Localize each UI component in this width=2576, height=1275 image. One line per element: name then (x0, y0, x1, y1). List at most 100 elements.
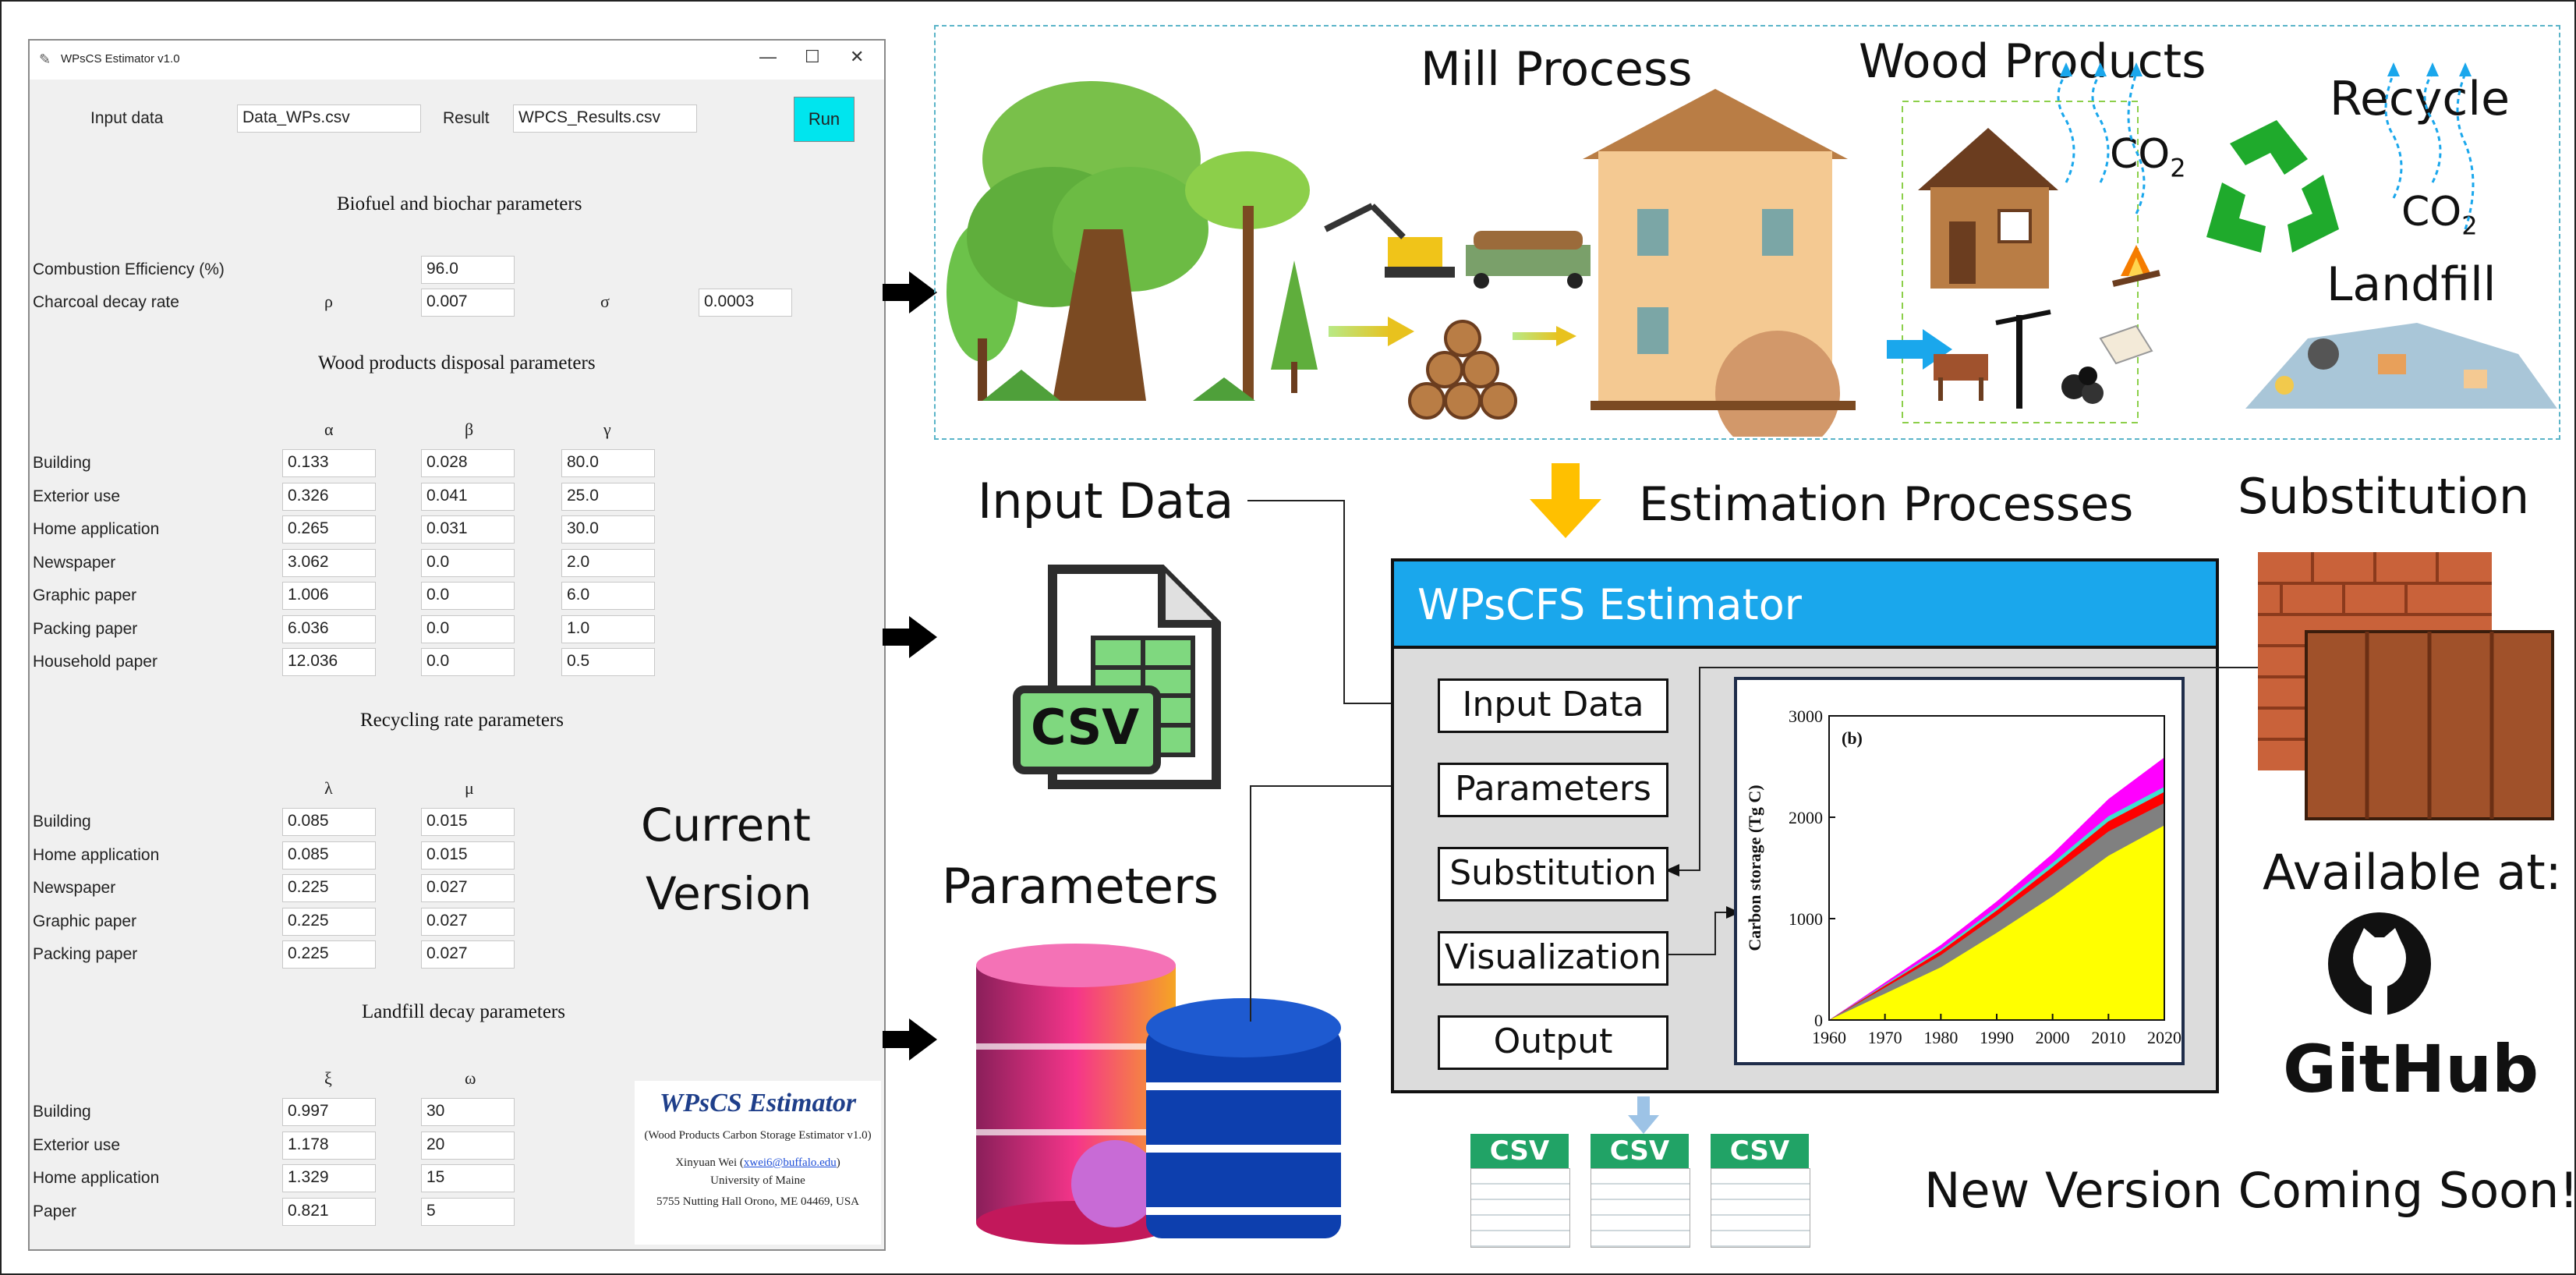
param-value-field[interactable]: 0.085 (282, 841, 376, 869)
output-csv-files: CSV CSV CSV (1466, 1134, 1840, 1251)
mu-header: μ (465, 778, 474, 798)
param-value-field[interactable]: 0.015 (421, 841, 515, 869)
chart-y-tick-label: 0 (1814, 1011, 1823, 1030)
param-value-field[interactable]: 0.031 (421, 515, 515, 544)
parameters-button[interactable]: Parameters (1438, 763, 1668, 817)
param-row-label: Graphic paper (33, 586, 137, 604)
param-value-field[interactable]: 12.036 (282, 648, 376, 676)
flow-arrow-2 (1513, 326, 1576, 346)
param-value-field[interactable]: 0.027 (421, 907, 515, 936)
chart-x-tick-label: 1990 (1980, 1028, 2014, 1047)
param-value-field[interactable]: 0.085 (282, 808, 376, 836)
current-version-line2: Version (646, 867, 812, 920)
param-value-field[interactable]: 15 (421, 1164, 515, 1192)
param-value-field[interactable]: 0.0 (421, 548, 515, 577)
input-data-heading: Input Data (978, 473, 1234, 529)
param-value-field[interactable]: 0.225 (282, 907, 376, 936)
combustion-field[interactable]: 96.0 (421, 256, 515, 284)
close-icon[interactable]: ✕ (850, 47, 865, 66)
sigma-field[interactable]: 0.0003 (699, 289, 792, 317)
lambda-header: λ (324, 778, 333, 798)
param-value-field[interactable]: 0.326 (282, 482, 376, 511)
arrow-to-top-panel (883, 271, 937, 313)
github-icon[interactable] (2327, 911, 2433, 1017)
chart-y-axis-label: Carbon storage (Tg C) (1745, 784, 1764, 951)
param-value-field[interactable]: 6.0 (561, 582, 655, 610)
github-label[interactable]: GitHub (2283, 1031, 2539, 1107)
param-value-field[interactable]: 30.0 (561, 515, 655, 544)
co2-arrowheads (2060, 62, 2472, 76)
param-value-field[interactable]: 20 (421, 1131, 515, 1160)
visualization-button[interactable]: Visualization (1438, 931, 1668, 986)
param-value-field[interactable]: 3.062 (282, 548, 376, 577)
param-value-field[interactable]: 0.133 (282, 449, 376, 477)
mill-process-label: Mill Process (1421, 42, 1693, 97)
arrow-to-input-data (883, 616, 937, 658)
result-label: Result (443, 109, 490, 127)
logo-university: University of Maine (710, 1174, 805, 1187)
output-button[interactable]: Output (1438, 1015, 1668, 1070)
rho-field[interactable]: 0.007 (421, 289, 515, 317)
param-value-field[interactable]: 0.041 (421, 482, 515, 511)
param-value-field[interactable]: 0.225 (282, 940, 376, 969)
param-value-field[interactable]: 0.265 (282, 515, 376, 544)
maximize-icon[interactable]: ☐ (805, 47, 820, 66)
output-csv-file-2: CSV (1586, 1134, 1693, 1251)
param-row-label: Graphic paper (33, 912, 137, 930)
window-titlebar: ✎ WPsCS Estimator v1.0 — ☐ ✕ (30, 41, 884, 80)
param-value-field[interactable]: 1.006 (282, 582, 376, 610)
param-value-field[interactable]: 0.997 (282, 1098, 376, 1126)
param-row-label: Home application (33, 1169, 160, 1187)
recycling-section-title: Recycling rate parameters (360, 710, 564, 731)
charcoal-icon (2061, 367, 2104, 404)
logo-subtitle: (Wood Products Carbon Storage Estimator … (644, 1129, 872, 1142)
param-row-label: Newspaper (33, 879, 116, 897)
result-field[interactable]: WPCS_Results.csv (513, 104, 697, 133)
estimator-logo-card: WPsCS Estimator (Wood Products Carbon St… (635, 1081, 881, 1245)
param-value-field[interactable]: 0.015 (421, 808, 515, 836)
param-value-field[interactable]: 0.027 (421, 940, 515, 969)
logo-address: 5755 Nutting Hall Orono, ME 04469, USA (656, 1195, 859, 1208)
substitution-button[interactable]: Substitution (1438, 847, 1668, 901)
minimize-icon[interactable]: — (759, 47, 777, 66)
estimator-title: WPsCFS Estimator (1417, 580, 1802, 629)
param-value-field[interactable]: 0.028 (421, 449, 515, 477)
input-data-field[interactable]: Data_WPs.csv (237, 104, 421, 133)
param-value-field[interactable]: 30 (421, 1098, 515, 1126)
param-value-field[interactable]: 0.0 (421, 582, 515, 610)
param-value-field[interactable]: 1.0 (561, 614, 655, 643)
param-value-field[interactable]: 0.5 (561, 648, 655, 676)
param-value-field[interactable]: 0.225 (282, 874, 376, 902)
param-value-field[interactable]: 5 (421, 1197, 515, 1226)
param-value-field[interactable]: 25.0 (561, 482, 655, 511)
xi-header: ξ (324, 1068, 332, 1088)
chart-area-series-0 (1829, 825, 2164, 1020)
harvester-icon (1324, 203, 1455, 278)
recycle-icon (2206, 120, 2339, 253)
disposal-section-title: Wood products disposal parameters (318, 352, 596, 374)
window-title: WPsCS Estimator v1.0 (61, 52, 180, 66)
run-button[interactable]: Run (794, 97, 855, 142)
param-row-label: Building (33, 454, 91, 472)
param-row-label: Building (33, 1103, 91, 1121)
param-row-label: Home application (33, 845, 160, 864)
input-data-button[interactable]: Input Data (1438, 678, 1668, 733)
email-link[interactable]: xwei6@buffalo.edu (743, 1156, 837, 1169)
param-value-field[interactable]: 80.0 (561, 449, 655, 477)
param-value-field[interactable]: 0.821 (282, 1197, 376, 1226)
chart-x-tick-label: 1980 (1923, 1028, 1958, 1047)
coming-soon-label: New Version Coming Soon! (1924, 1162, 2576, 1219)
param-value-field[interactable]: 1.178 (282, 1131, 376, 1160)
estimator-header: WPsCFS Estimator (1394, 561, 2216, 649)
param-value-field[interactable]: 0.0 (421, 614, 515, 643)
param-value-field[interactable]: 6.036 (282, 614, 376, 643)
beta-header: β (465, 420, 474, 439)
param-value-field[interactable]: 0.027 (421, 874, 515, 902)
param-value-field[interactable]: 1.329 (282, 1164, 376, 1192)
chart-x-tick-label: 2000 (2036, 1028, 2070, 1047)
param-value-field[interactable]: 0.0 (421, 648, 515, 676)
param-value-field[interactable]: 2.0 (561, 548, 655, 577)
database-icon (976, 944, 1341, 1245)
omega-header: ω (465, 1068, 476, 1088)
co2-emission-arrows (2057, 73, 2475, 230)
